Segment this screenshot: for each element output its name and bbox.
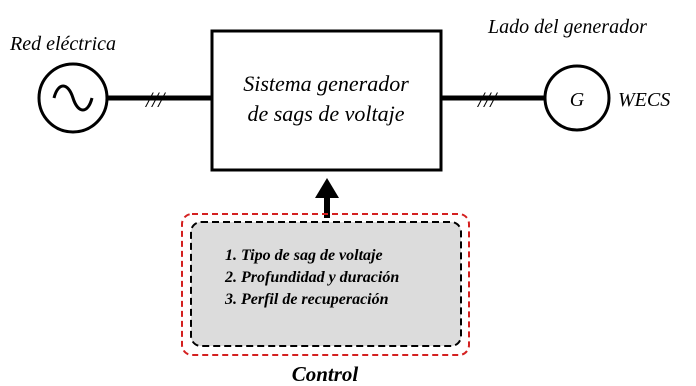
generator-side-label: Lado del generador — [487, 16, 647, 38]
control-item-1: 1. Tipo de sag de voltaje — [225, 247, 383, 264]
control-outer-border — [181, 213, 470, 356]
control-item-3: 3. Perfil de recuperación — [224, 291, 389, 308]
control-label: Control — [292, 362, 359, 386]
sag-generator-system-box — [210, 29, 443, 172]
right-phase-marks: /// — [476, 87, 498, 112]
generator-icon: G — [543, 64, 611, 132]
ac-source-icon — [37, 62, 109, 134]
wecs-label: WECS — [618, 89, 670, 111]
generator-symbol-label: G — [570, 89, 585, 111]
left-phase-marks: /// — [144, 87, 166, 112]
system-box-line1: Sistema generador — [243, 71, 409, 96]
control-item-2: 2. Profundidad y duración — [224, 269, 399, 286]
system-box-line2: de sags de voltaje — [247, 101, 404, 126]
control-inner-box — [190, 221, 462, 347]
control-arrow — [315, 178, 339, 218]
grid-label: Red eléctrica — [9, 33, 116, 55]
